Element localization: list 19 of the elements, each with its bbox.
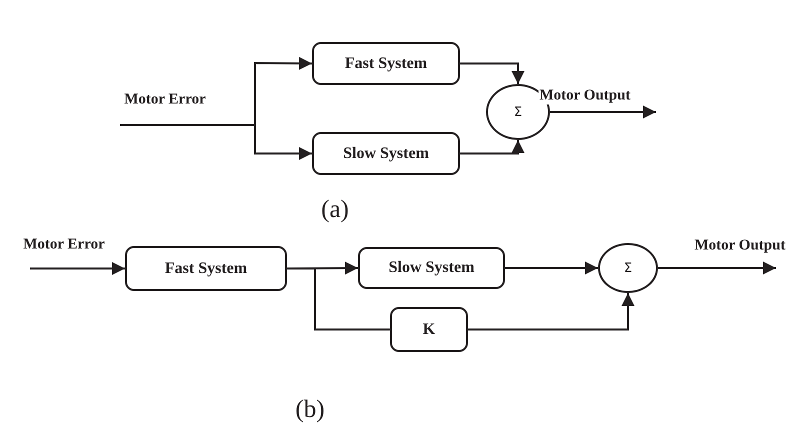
arrow <box>658 262 776 274</box>
system-block: Slow System <box>312 132 460 175</box>
edge-label: Motor Output <box>694 238 786 254</box>
arrow <box>468 293 634 330</box>
system-block: Slow System <box>358 247 505 289</box>
arrow <box>505 262 598 274</box>
arrow <box>550 106 656 118</box>
summing-junction: Σ <box>598 243 658 293</box>
panel-label: (b) <box>295 396 325 424</box>
system-block: Fast System <box>312 42 460 85</box>
arrow <box>460 62 524 84</box>
arrow <box>120 124 312 160</box>
arrow <box>30 262 125 275</box>
panel-label: (a) <box>321 196 349 224</box>
connector-line <box>287 268 390 330</box>
system-block: Fast System <box>125 246 287 291</box>
arrow <box>460 140 524 154</box>
system-block: K <box>390 307 468 352</box>
edge-label: Motor Output <box>538 88 632 104</box>
